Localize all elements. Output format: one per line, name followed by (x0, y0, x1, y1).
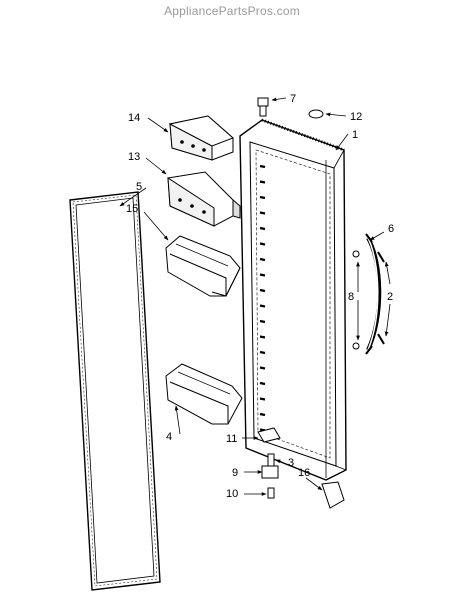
callout-9: 9 (232, 467, 238, 479)
callout-11: 11 (226, 433, 237, 445)
rail-notch (259, 164, 266, 169)
callout-16: 16 (298, 467, 310, 479)
rail-notch (259, 381, 266, 386)
callout-4: 4 (166, 431, 172, 443)
callout-1: 1 (352, 129, 358, 141)
callout-10: 10 (226, 488, 238, 500)
rail-notch (259, 242, 266, 246)
rail-notch (259, 397, 266, 401)
shelf-bin-13 (167, 171, 241, 227)
leader-lines (119, 97, 391, 496)
rail-notch (259, 288, 266, 293)
door-panel (239, 118, 347, 481)
door-handle (352, 233, 385, 355)
watermark: AppliancePartsPros.com (164, 4, 300, 18)
bottom-hinge (257, 427, 281, 499)
hinge-cap (257, 97, 269, 117)
rail-notch (259, 350, 266, 355)
shelf-bin-4 (165, 363, 243, 425)
rail-notch (259, 257, 266, 262)
rail-notch (259, 335, 266, 339)
door-shelf-rail (259, 164, 266, 432)
callout-13: 13 (128, 151, 140, 163)
hinge-bracket (321, 481, 345, 509)
rail-notch (259, 273, 266, 277)
callout-15: 15 (126, 203, 138, 215)
rail-notch (259, 180, 266, 184)
callout-7: 7 (290, 93, 296, 105)
callout-12: 12 (350, 111, 362, 123)
door-plug (308, 109, 324, 119)
callout-8: 8 (348, 291, 354, 303)
callout-5: 5 (136, 181, 142, 193)
rail-notch (259, 366, 266, 370)
callout-2: 2 (387, 291, 393, 303)
rail-notch (259, 211, 266, 215)
rail-notch (259, 412, 266, 417)
rail-notch (259, 195, 266, 200)
callout-14: 14 (128, 112, 140, 124)
callout-labels: 1 2 3 4 5 6 7 8 9 10 11 12 13 14 15 16 (126, 93, 394, 500)
shelf-bin-15 (165, 235, 241, 297)
rail-notch (259, 319, 266, 324)
callout-6: 6 (388, 223, 394, 235)
rail-notch (259, 226, 266, 231)
callout-3: 3 (288, 457, 294, 469)
door-gasket (69, 191, 161, 591)
shelf-bin-14 (168, 115, 234, 161)
rail-notch (259, 304, 266, 308)
